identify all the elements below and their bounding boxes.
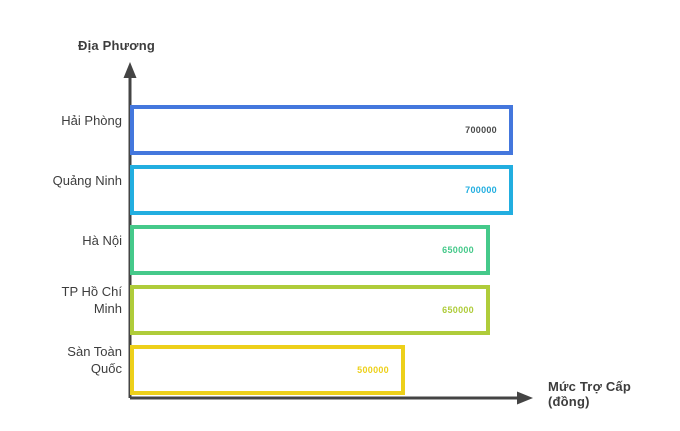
category-label-san-toan-quoc: Sàn Toàn Quốc <box>67 344 122 376</box>
bar-value-label: 650000 <box>442 305 474 315</box>
bar-value-label: 500000 <box>357 365 389 375</box>
category-label-quang-ninh: Quảng Ninh <box>52 173 122 188</box>
bar-quang-ninh[interactable]: 700000 <box>130 165 513 215</box>
bar-row: 700000 <box>130 105 513 155</box>
bar-row: 650000 <box>130 225 490 275</box>
category-label-hai-phong: Hải Phòng <box>61 113 122 128</box>
bar-row: 650000 <box>130 285 490 335</box>
bar-value-label: 700000 <box>465 125 497 135</box>
bar-ha-noi[interactable]: 650000 <box>130 225 490 275</box>
bar-row: 500000 <box>130 345 405 395</box>
y-axis-arrowhead <box>123 62 137 78</box>
category-label-ha-noi: Hà Nội <box>82 233 122 248</box>
plot-area: 700000 700000 650000 650000 500000 <box>130 100 530 398</box>
x-axis-title: Mức Trợ Cấp (đồng) <box>548 379 631 409</box>
bar-san-toan-quoc[interactable]: 500000 <box>130 345 405 395</box>
category-label-tp-ho-chi-minh: TP Hồ Chí Minh <box>61 284 122 316</box>
category-axis-labels: Hải Phòng Quảng Ninh Hà Nội TP Hồ Chí Mi… <box>0 100 122 398</box>
bar-tp-ho-chi-minh[interactable]: 650000 <box>130 285 490 335</box>
bar-row: 700000 <box>130 165 513 215</box>
y-axis-title: Địa Phương <box>78 38 155 53</box>
bar-value-label: 700000 <box>465 185 497 195</box>
bar-hai-phong[interactable]: 700000 <box>130 105 513 155</box>
bar-value-label: 650000 <box>442 245 474 255</box>
